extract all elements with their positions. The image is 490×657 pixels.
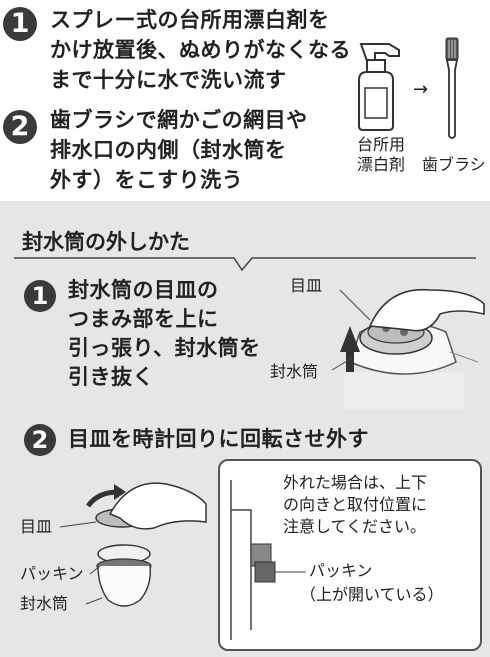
sub-step-1-badge: 1 [24, 280, 56, 312]
step-2-line-2: 排水口の内側（封水筒を [50, 138, 287, 162]
sub-step-1-plate-label: 目皿 [290, 276, 323, 295]
pull-cylinder-illustration [331, 288, 485, 410]
sub-step-2-text: 目皿を時計回りに回転させ外す [68, 427, 369, 451]
step-1-badge: 1 [3, 7, 37, 41]
sub-step-1-line-2: つまみ部を上に [68, 307, 219, 331]
title-underline-callout [14, 257, 476, 272]
step-2-line-3: 外す）をこすり洗う [50, 168, 244, 192]
step-1-line-1: スプレー式の台所用漂白剤を [50, 8, 330, 32]
rotate-plate-illustration [85, 482, 207, 607]
brush-label: 歯ブラシ [422, 155, 486, 174]
spray-label-line-2: 漂白剤 [357, 155, 406, 174]
spray-bottle-icon [358, 43, 400, 131]
section-title: 封水筒の外しかた [22, 230, 190, 254]
note-line-2: の向きと取付位置に [283, 495, 428, 514]
sub-step-2-badge: 2 [24, 424, 56, 456]
sub-step-2-packing-label: パッキン [20, 564, 84, 583]
sub-step-1-line-4: 引き抜く [68, 365, 154, 389]
packing-closeup-illustration [230, 480, 276, 640]
packing-leader-line [274, 571, 306, 573]
sub-step-2-plate-label: 目皿 [20, 517, 53, 536]
note-line-3: 注意してください。 [283, 517, 427, 536]
note-line-1: 外れた場合は、上下 [283, 473, 428, 492]
toothbrush-icon [445, 37, 459, 139]
step-2-badge: 2 [3, 110, 37, 144]
sub-step-1-line-1: 封水筒の目皿の [68, 278, 219, 302]
spray-label-line-1: 台所用 [357, 135, 406, 154]
step-2-line-1: 歯ブラシで網かごの網目や [50, 108, 308, 132]
closeup-packing-note: （上が開いている） [300, 585, 444, 604]
sub-step-2-cylinder-label: 封水筒 [20, 594, 69, 613]
step-1-line-3: まで十分に水で洗い流す [50, 68, 287, 92]
sub-step-2-leader-lines [59, 521, 103, 605]
step-1-line-2: かけ放置後、ぬめりがなくなる [50, 38, 351, 62]
sub-step-1-line-3: 引っ張り、封水筒を [68, 336, 261, 360]
sub-step-1-cylinder-label: 封水筒 [270, 362, 319, 381]
closeup-packing-label: パッキン [309, 561, 373, 580]
arrow-right-icon: → [413, 79, 429, 100]
